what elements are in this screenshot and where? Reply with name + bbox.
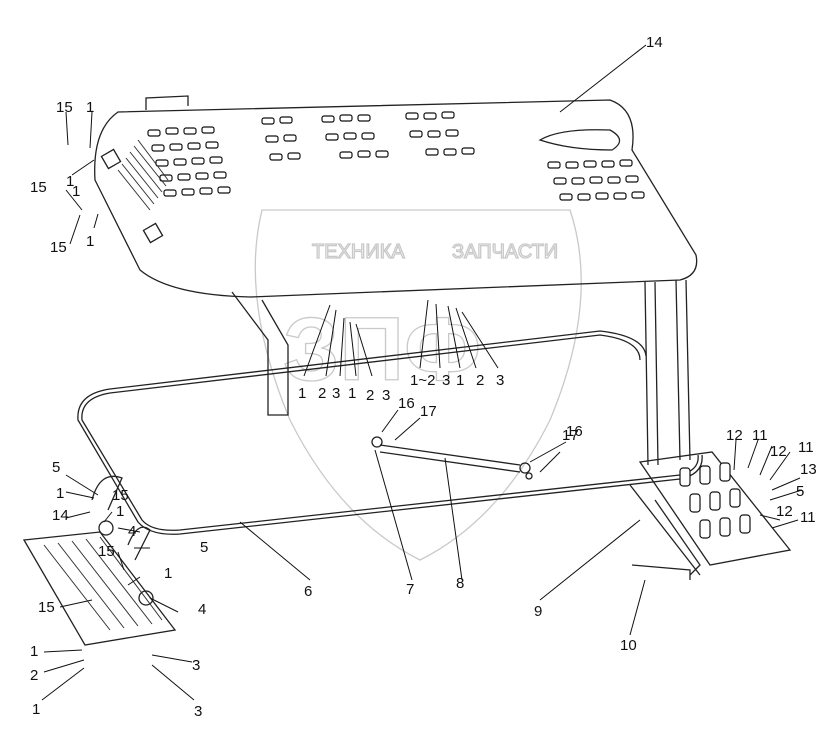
callout-15: 15 — [98, 543, 115, 560]
callout-1: 1 — [116, 503, 124, 520]
callout-9: 9 — [534, 603, 542, 620]
callout-12: 12 — [726, 427, 743, 444]
hood-cover — [94, 95, 698, 298]
callout-1: 1 — [86, 99, 94, 116]
watermark-line2: ЗАПЧАСТИ — [452, 241, 558, 263]
callout-3: 3 — [442, 372, 450, 389]
callout-1: 1 — [456, 372, 464, 389]
callout-1: 1 — [66, 173, 74, 190]
callout-labels: 14 15 1 1 15 1 15 1 1 2 3 1 2 3 1~2 3 1 … — [30, 34, 817, 720]
callout-11: 11 — [752, 427, 768, 444]
callout-3: 1 — [32, 701, 40, 718]
callout-15: 15 — [38, 599, 55, 616]
callout-1: 1 — [86, 233, 94, 250]
side-grille — [100, 139, 169, 244]
vent-slots — [147, 111, 645, 201]
callout-16: 16 — [566, 423, 583, 440]
callout-14: 14 — [646, 34, 663, 51]
rods — [371, 436, 533, 480]
step-plate-right — [629, 451, 792, 580]
watermark-logo: ЗПФ — [283, 300, 481, 400]
callout-3: 3 — [496, 372, 504, 389]
watermark: ТЕХНИКА ЗАПЧАСТИ ЗПФ — [254, 209, 582, 561]
callout-4: 4 — [198, 601, 206, 618]
callout-1: 1 — [348, 385, 356, 402]
callout-1: 1 — [298, 385, 306, 402]
callout-5: 5 — [52, 459, 60, 476]
leader-lines — [41, 44, 803, 701]
callout-13: 13 — [800, 461, 817, 478]
callout-17: 17 — [562, 427, 579, 444]
callout-3: 3 — [382, 387, 390, 404]
callout-7: 7 — [406, 581, 414, 598]
callout-14: 15 — [112, 487, 129, 504]
callout-15: 15 — [56, 99, 73, 116]
callout-2: 2 — [318, 385, 326, 402]
step-plate-left — [22, 475, 177, 646]
callout-4: 4 — [128, 523, 136, 540]
callout-3: 3 — [332, 385, 340, 402]
callout-15: 1 — [56, 485, 64, 502]
callout-15: 15 — [50, 239, 67, 256]
callout-16: 16 — [398, 395, 415, 412]
callout-2: 2 — [366, 387, 374, 404]
callout-8: 8 — [456, 575, 464, 592]
callout-1: 1 — [72, 183, 80, 200]
callout-2: 2 — [476, 372, 484, 389]
callout-1: 1 — [164, 565, 172, 582]
callout-5: 5 — [200, 539, 208, 556]
watermark-line1: ТЕХНИКА — [312, 241, 405, 263]
callout-12: 12 — [776, 503, 793, 520]
callout-1-2: 1~2 — [410, 372, 435, 389]
callout-15: 15 — [30, 179, 47, 196]
callout-5: 5 — [796, 483, 804, 500]
callout-1: 3 — [192, 657, 200, 674]
callout-1: 1 — [30, 643, 38, 660]
callout-11: 11 — [798, 439, 814, 456]
callout-12: 12 — [770, 443, 787, 460]
callout-10: 10 — [620, 637, 637, 654]
callout-6: 6 — [304, 583, 312, 600]
callout-17: 17 — [420, 403, 437, 420]
callout-2: 2 — [30, 667, 38, 684]
callout-11: 11 — [800, 509, 816, 526]
frame-supports — [231, 279, 691, 466]
callout-1: 14 — [52, 507, 69, 524]
callout-3: 3 — [194, 703, 202, 720]
